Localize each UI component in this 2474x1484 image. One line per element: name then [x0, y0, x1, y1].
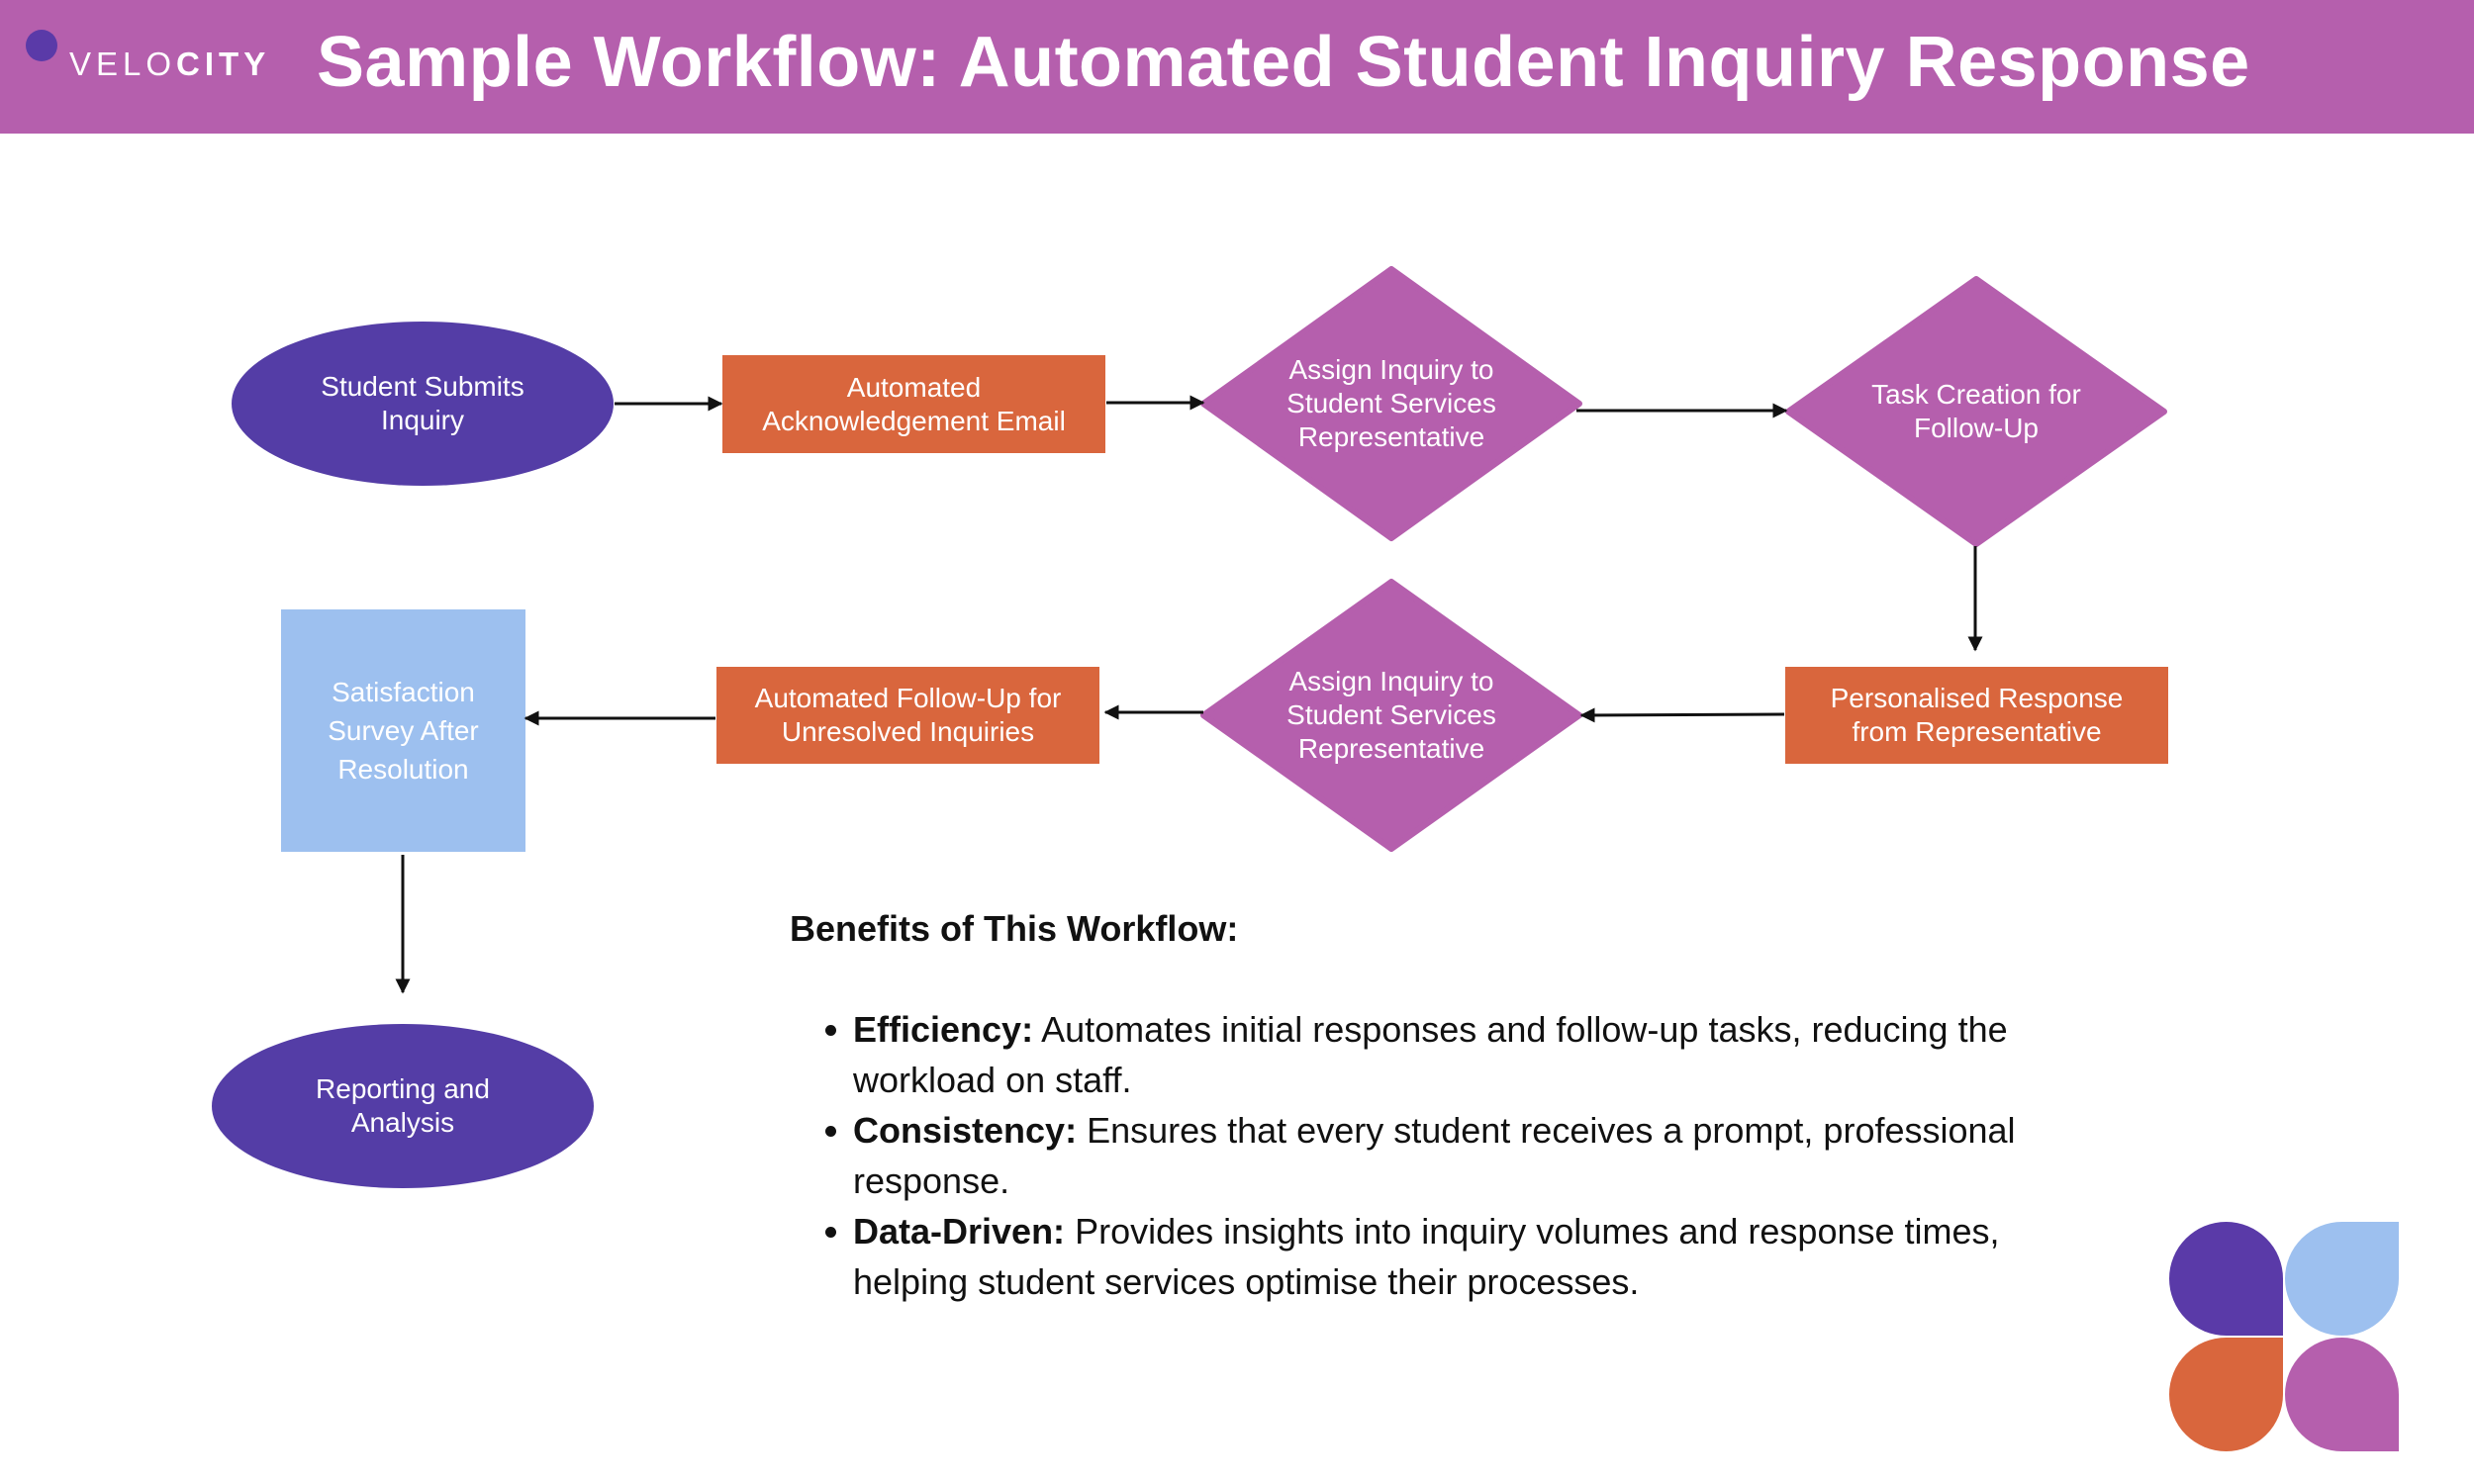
velocity-logo-dot-icon	[26, 30, 57, 61]
node-assign-2-shape	[1200, 579, 1582, 852]
petal-pink-icon	[2285, 1338, 2399, 1451]
node-ack-email-shape	[722, 355, 1105, 453]
petal-orange-icon	[2169, 1338, 2283, 1451]
node-label-line: Survey After	[328, 715, 479, 746]
node-label-line: Student Services	[1286, 699, 1496, 730]
benefit-term: Efficiency:	[853, 1009, 1034, 1050]
node-label-line: Analysis	[350, 1107, 455, 1138]
benefit-term: Consistency:	[853, 1110, 1078, 1151]
node-label-line: Assign Inquiry to	[1288, 666, 1494, 696]
node-label-line: Resolution	[337, 754, 469, 785]
node-label-line: Unresolved Inquiries	[781, 716, 1035, 747]
node-survey-shape	[281, 609, 525, 852]
benefit-item-efficiency: Efficiency: Automates initial responses …	[825, 1004, 2100, 1105]
logo-light-text: VELO	[69, 46, 177, 82]
benefits-title: Benefits of This Workflow:	[790, 908, 1239, 949]
benefit-item-consistency: Consistency: Ensures that every student …	[825, 1105, 2100, 1206]
node-task-creation-shape	[1785, 276, 2167, 547]
benefits-list: Efficiency: Automates initial responses …	[825, 1004, 2100, 1307]
benefit-term: Data-Driven:	[853, 1211, 1066, 1252]
node-label-line: Representative	[1297, 421, 1485, 452]
arrow-personalised-to-assign	[1579, 707, 1785, 723]
node-label-line: Satisfaction	[332, 677, 475, 707]
header-bar: VELOCITY Sample Workflow: Automated Stud…	[0, 0, 2474, 134]
node-label-line: Acknowledgement Email	[762, 405, 1066, 436]
petal-purple-icon	[2169, 1222, 2283, 1336]
benefit-text: Provides insights into inquiry volumes a…	[853, 1211, 2000, 1302]
node-label-line: Task Creation for	[1871, 379, 2081, 410]
benefit-text: Ensures that every student receives a pr…	[853, 1110, 2016, 1201]
benefit-text: Automates initial responses and follow-u…	[853, 1009, 2008, 1100]
page-title: Sample Workflow: Automated Student Inqui…	[317, 23, 2250, 102]
node-label-line: Assign Inquiry to	[1288, 354, 1494, 385]
node-assign-1-shape	[1200, 266, 1582, 541]
node-reporting-shape	[212, 1024, 594, 1188]
node-label-line: from Representative	[1852, 716, 2102, 747]
petal-blue-icon	[2285, 1222, 2399, 1336]
benefit-item-data-driven: Data-Driven: Provides insights into inqu…	[825, 1206, 2100, 1307]
node-label-line: Representative	[1297, 733, 1485, 764]
node-label-line: Automated Follow-Up for	[754, 683, 1062, 713]
node-label-line: Follow-Up	[1913, 413, 2039, 443]
node-personalised-shape	[1785, 667, 2168, 764]
node-label-line: Student Submits	[321, 371, 524, 402]
velocity-logo: VELOCITY	[69, 46, 270, 83]
node-label-line: Personalised Response	[1830, 683, 2124, 713]
node-label-line: Automated	[846, 371, 982, 403]
node-auto-followup-shape	[716, 667, 1099, 764]
node-label-line: Inquiry	[380, 405, 465, 435]
node-student-submits-shape	[232, 322, 614, 486]
node-label-line: Reporting and	[316, 1073, 490, 1104]
velocity-petal-logo-icon	[2169, 1222, 2399, 1451]
logo-bold-text: CITY	[176, 46, 271, 82]
node-label-line: Student Services	[1286, 388, 1496, 418]
